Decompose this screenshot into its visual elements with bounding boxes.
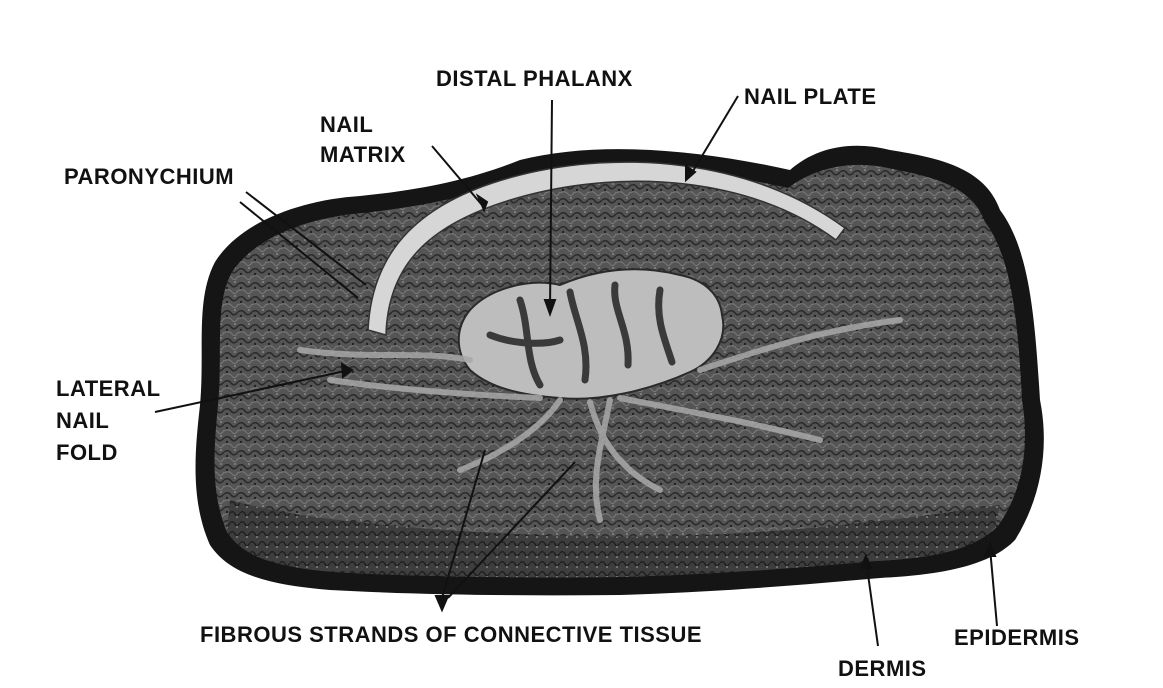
label-lateral-nail-fold-line2: NAIL	[56, 408, 109, 433]
label-nail-matrix-line1: NAIL	[320, 112, 373, 137]
label-nail-matrix-line2: MATRIX	[320, 142, 406, 167]
pointer-epidermis	[990, 548, 997, 626]
label-dermis: DERMIS	[838, 656, 927, 681]
label-fibrous-strands: FIBROUS STRANDS OF CONNECTIVE TISSUE	[200, 622, 702, 647]
label-lateral-nail-fold-line1: LATERAL	[56, 376, 161, 401]
label-paronychium: PARONYCHIUM	[64, 164, 234, 189]
label-epidermis: EPIDERMIS	[954, 625, 1080, 650]
label-lateral-nail-fold-line3: FOLD	[56, 440, 118, 465]
label-nail-plate: NAIL PLATE	[744, 84, 877, 109]
label-distal-phalanx: DISTAL PHALANX	[436, 66, 633, 91]
